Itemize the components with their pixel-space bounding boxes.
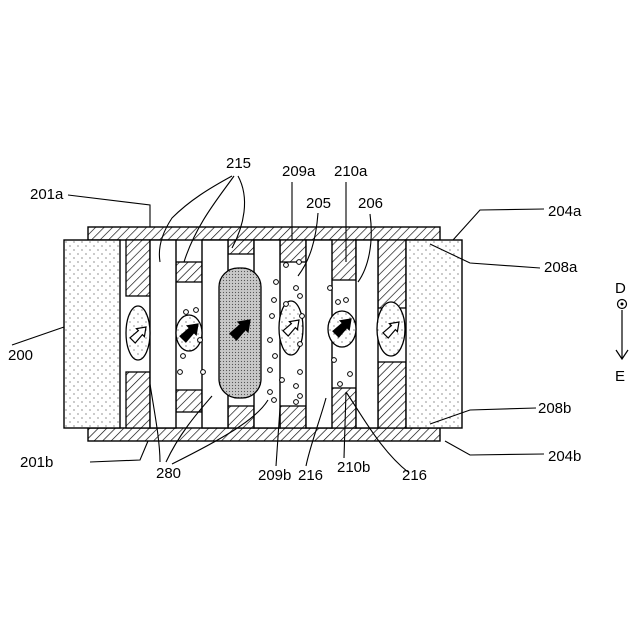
leader-line-4 <box>453 209 544 240</box>
droplet-27 <box>336 300 341 305</box>
droplet-5 <box>178 370 183 375</box>
hatched-block-12 <box>378 362 406 428</box>
hatched-block-5 <box>330 240 356 280</box>
label-215: 215 <box>226 155 251 172</box>
droplet-22 <box>294 384 299 389</box>
label-216-left: 216 <box>298 467 323 484</box>
label-210a: 210a <box>334 163 368 180</box>
label-204a: 204a <box>548 203 582 220</box>
droplet-20 <box>298 370 303 375</box>
end-plate-right <box>406 240 462 428</box>
hatched-block-10 <box>280 406 306 428</box>
droplet-14 <box>270 314 275 319</box>
droplet-30 <box>338 382 343 387</box>
out-of-page-dot-center <box>621 303 624 306</box>
label-200: 200 <box>8 347 33 364</box>
housing-top-bar <box>88 227 440 240</box>
label-208b: 208b <box>538 400 571 417</box>
hatched-block-11 <box>330 388 356 428</box>
droplet-8 <box>297 260 302 265</box>
droplet-19 <box>268 368 273 373</box>
label-201b: 201b <box>20 454 53 471</box>
leader-line-7 <box>445 441 544 455</box>
droplet-7 <box>284 263 289 268</box>
leader-line-3 <box>90 441 148 462</box>
droplet-12 <box>298 294 303 299</box>
droplet-6 <box>201 370 206 375</box>
droplet-3 <box>198 338 203 343</box>
hatched-block-4 <box>280 240 306 262</box>
hatched-block-1 <box>126 240 150 296</box>
hatched-block-7 <box>126 372 150 428</box>
label-204b: 204b <box>548 448 581 465</box>
hatched-block-8 <box>176 390 202 412</box>
droplet-4 <box>181 354 186 359</box>
droplet-25 <box>272 398 277 403</box>
droplet-18 <box>273 354 278 359</box>
end-plate-left <box>64 240 120 428</box>
droplet-13 <box>284 302 289 307</box>
droplet-29 <box>348 372 353 377</box>
droplet-15 <box>300 314 305 319</box>
droplet-26 <box>294 400 299 405</box>
label-209b: 209b <box>258 467 291 484</box>
hatched-block-2 <box>176 262 202 282</box>
leader-line-1 <box>68 195 150 227</box>
inner-plate-5 <box>356 240 378 428</box>
label-210b: 210b <box>337 459 370 476</box>
label-205: 205 <box>306 195 331 212</box>
label-216-right: 216 <box>402 467 427 484</box>
droplet-1 <box>184 310 189 315</box>
droplet-21 <box>280 378 285 383</box>
leader-line-2 <box>12 327 64 345</box>
label-206: 206 <box>358 195 383 212</box>
droplet-31 <box>328 286 333 291</box>
droplet-10 <box>294 286 299 291</box>
droplet-17 <box>298 342 303 347</box>
housing-bottom-bar <box>88 428 440 441</box>
label-208a: 208a <box>544 259 578 276</box>
droplet-2 <box>194 308 199 313</box>
label-209a: 209a <box>282 163 316 180</box>
direction-label-top: D <box>615 280 626 297</box>
inner-plate-1 <box>150 240 176 428</box>
droplet-9 <box>274 280 279 285</box>
label-201a: 201a <box>30 186 64 203</box>
droplet-23 <box>268 390 273 395</box>
direction-label-bottom: E <box>615 368 625 385</box>
droplet-11 <box>272 298 277 303</box>
label-280: 280 <box>156 465 181 482</box>
hatched-block-6 <box>378 240 406 308</box>
hatched-block-9 <box>228 406 254 428</box>
droplet-28 <box>344 298 349 303</box>
droplet-24 <box>298 394 303 399</box>
droplet-32 <box>332 358 337 363</box>
droplet-16 <box>268 338 273 343</box>
hatched-block-3 <box>228 240 254 254</box>
direction-indicator: D E <box>615 280 628 385</box>
